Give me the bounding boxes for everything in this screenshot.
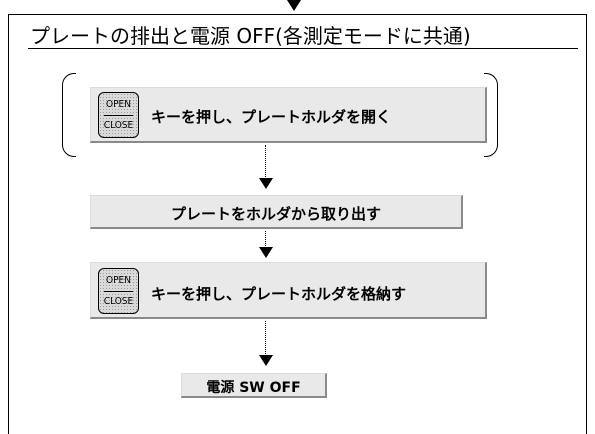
key-label-close: CLOSE <box>103 296 134 307</box>
down-arrow-icon <box>259 355 273 366</box>
down-arrow-icon <box>259 247 273 258</box>
key-divider <box>104 291 133 292</box>
procedure-frame <box>8 14 587 434</box>
step-label: 電源 SW OFF <box>206 380 301 396</box>
connector-line <box>265 231 266 248</box>
connector-line <box>265 321 266 356</box>
connector-line <box>265 145 266 179</box>
key-label-close: CLOSE <box>103 120 134 131</box>
step-open-plate-holder: OPEN CLOSE キーを押し、プレートホルダを開く <box>90 87 487 143</box>
incoming-arrow-icon <box>287 0 301 11</box>
key-label-open: OPEN <box>106 275 131 286</box>
step-label: プレートをホルダから取り出す <box>170 205 381 223</box>
open-close-key-icon: OPEN CLOSE <box>98 268 139 314</box>
key-divider <box>104 115 133 116</box>
title-underline <box>28 48 578 49</box>
left-paren-bracket <box>62 73 76 157</box>
step-retract-plate-holder: OPEN CLOSE キーを押し、プレートホルダを格納す <box>90 262 487 319</box>
step-label: キーを押し、プレートホルダを格納す <box>151 285 407 303</box>
open-close-key-icon: OPEN CLOSE <box>98 92 139 138</box>
procedure-title: プレートの排出と電源 OFF(各測定モードに共通) <box>30 24 471 48</box>
step-remove-plate: プレートをホルダから取り出す <box>90 195 463 229</box>
down-arrow-icon <box>259 178 273 189</box>
step-power-off: 電源 SW OFF <box>181 373 327 398</box>
key-label-open: OPEN <box>106 99 131 110</box>
step-label: キーを押し、プレートホルダを開く <box>151 108 392 126</box>
